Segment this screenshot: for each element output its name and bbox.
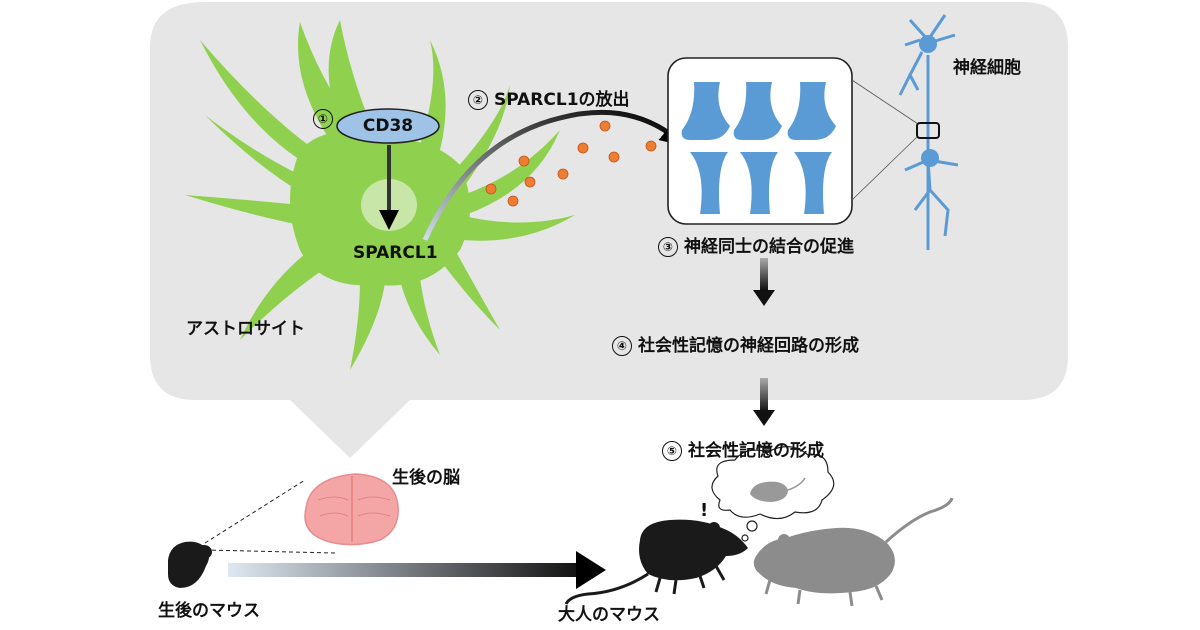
release-arrow xyxy=(422,109,686,242)
step3-label: ③ 神経同士の結合の促進 xyxy=(658,237,854,257)
step2-text: SPARCL1の放出 xyxy=(494,90,630,110)
pup-mouse-silhouette xyxy=(168,541,212,588)
growth-arrow-shaft xyxy=(228,563,580,577)
neuron-body xyxy=(921,149,939,167)
down-arrow-3-4 xyxy=(753,258,775,306)
cd38-label: CD38 xyxy=(362,116,414,136)
neuron-label: 神経細胞 xyxy=(953,58,1021,78)
sparcl1-label: SPARCL1 xyxy=(353,243,438,263)
step5-number: ⑤ xyxy=(662,441,682,461)
step4-text: 社会性記憶の神経回路の形成 xyxy=(638,336,859,356)
step5-label: ⑤ 社会性記憶の形成 xyxy=(662,441,824,461)
pup-zoom-line xyxy=(204,549,336,554)
step3-text: 神経同士の結合の促進 xyxy=(684,237,854,257)
speech-bubble-panel xyxy=(150,2,1068,458)
step1-label: ① xyxy=(313,109,333,129)
step5-text: 社会性記憶の形成 xyxy=(688,441,824,461)
brain-image xyxy=(304,473,399,546)
step2-number: ② xyxy=(468,90,488,110)
step3-number: ③ xyxy=(658,237,678,257)
pup-label: 生後のマウス xyxy=(158,601,260,621)
step4-label: ④ 社会性記憶の神経回路の形成 xyxy=(612,336,859,356)
growth-arrow-head xyxy=(576,551,606,589)
cd38-receptor xyxy=(336,108,440,144)
zoom-line xyxy=(851,79,919,125)
synapse-highlight-box xyxy=(916,122,940,139)
step2-label: ② SPARCL1の放出 xyxy=(468,90,630,110)
exclamation-mark: ! xyxy=(700,500,709,521)
zoom-line xyxy=(851,135,919,201)
pup-zoom-line xyxy=(204,479,306,544)
adult-mouse-grey-silhouette xyxy=(753,497,954,607)
adult-label: 大人のマウス xyxy=(558,605,660,625)
astrocyte-label: アストロサイト xyxy=(186,319,305,339)
synapse-shapes xyxy=(681,82,836,214)
remembered-mouse-silhouette xyxy=(750,477,806,502)
brain-label: 生後の脳 xyxy=(392,468,460,488)
step1-number: ① xyxy=(313,109,333,129)
adult-mouse-dark-silhouette xyxy=(564,519,748,605)
neuron-body xyxy=(919,35,937,53)
down-arrow-4-5 xyxy=(753,378,775,426)
step4-number: ④ xyxy=(612,336,632,356)
